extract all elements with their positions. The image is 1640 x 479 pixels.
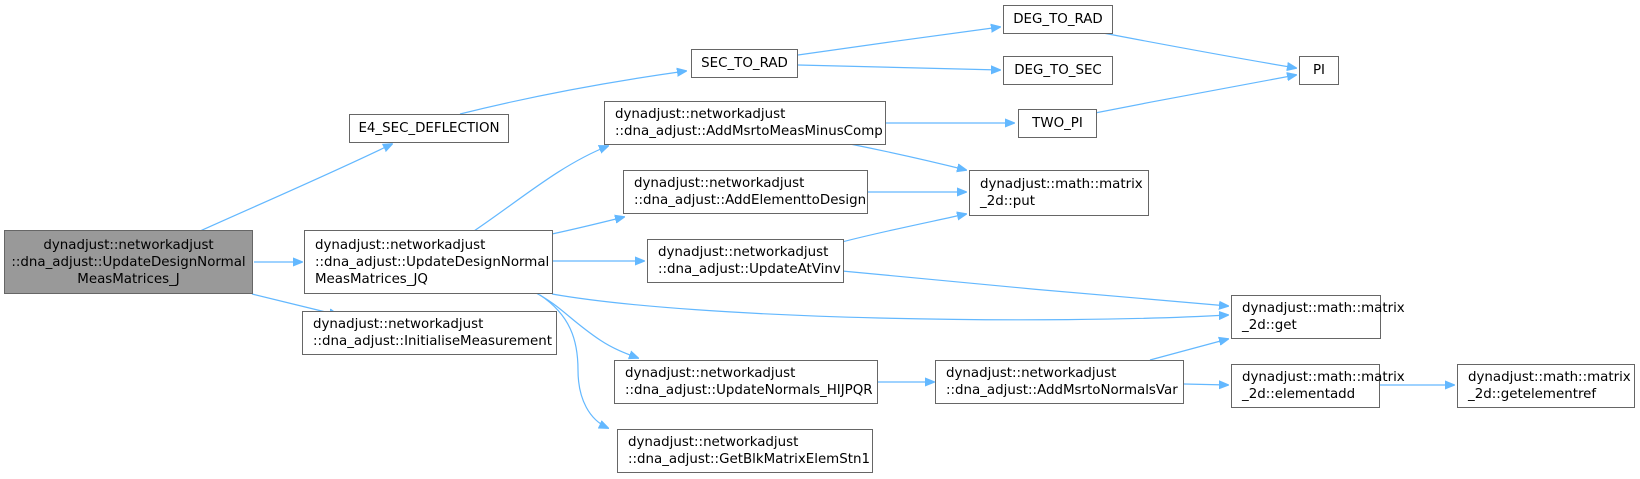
edge-jq-addmsrmeas xyxy=(473,146,608,232)
edge-atvinv-get xyxy=(841,270,1228,306)
edge-jq-addelem xyxy=(551,217,624,235)
edge-jq-updatenormals xyxy=(533,291,638,358)
node-initialise-measurement[interactable]: dynadjust::networkadjust ::dna_adjust::I… xyxy=(302,311,557,355)
node-deg-to-sec[interactable]: DEG_TO_SEC xyxy=(1003,56,1113,85)
edge-sec-degtorad xyxy=(797,27,1000,56)
edge-addmsrnormals-get xyxy=(1149,339,1228,361)
node-update-at-vinv[interactable]: dynadjust::networkadjust ::dna_adjust::U… xyxy=(647,239,844,283)
node-update-design-normal-meas-matrices-j: dynadjust::networkadjust ::dna_adjust::U… xyxy=(4,230,253,294)
node-add-msr-to-meas-minus-comp[interactable]: dynadjust::networkadjust ::dna_adjust::A… xyxy=(604,101,886,145)
node-two-pi[interactable]: TWO_PI xyxy=(1018,109,1097,138)
edge-degtorad-pi xyxy=(1081,28,1296,68)
node-add-msr-to-normals-var[interactable]: dynadjust::networkadjust ::dna_adjust::A… xyxy=(935,360,1184,404)
node-update-normals-hijpqr[interactable]: dynadjust::networkadjust ::dna_adjust::U… xyxy=(614,360,878,404)
node-deg-to-rad[interactable]: DEG_TO_RAD xyxy=(1003,5,1113,34)
edge-addmsrmeas-put xyxy=(849,143,966,170)
node-matrix-2d-get[interactable]: dynadjust::math::matrix _2d::get xyxy=(1231,295,1405,339)
node-pi[interactable]: PI xyxy=(1299,56,1339,85)
edge-jq-getblk xyxy=(539,294,608,428)
edge-addmsrnormals-elementadd xyxy=(1183,384,1228,385)
edge-sec-degtosec xyxy=(797,64,1000,70)
node-matrix-2d-put[interactable]: dynadjust::math::matrix _2d::put xyxy=(969,170,1149,216)
node-e4-sec-deflection[interactable]: E4_SEC_DEFLECTION xyxy=(349,114,509,143)
node-matrix-2d-getelementref[interactable]: dynadjust::math::matrix _2d::getelementr… xyxy=(1457,364,1635,408)
edge-atvinv-put xyxy=(841,214,966,243)
node-matrix-2d-elementadd[interactable]: dynadjust::math::matrix _2d::elementadd xyxy=(1231,364,1405,408)
node-add-element-to-design[interactable]: dynadjust::networkadjust ::dna_adjust::A… xyxy=(623,170,868,214)
edge-root-e4 xyxy=(199,144,392,232)
edge-jq-get xyxy=(551,293,1228,321)
node-get-blk-matrix-elem-stn1[interactable]: dynadjust::networkadjust ::dna_adjust::G… xyxy=(617,429,873,473)
node-sec-to-rad[interactable]: SEC_TO_RAD xyxy=(691,49,798,78)
edge-e4-sec xyxy=(459,71,686,115)
node-update-design-normal-meas-matrices-jq[interactable]: dynadjust::networkadjust ::dna_adjust::U… xyxy=(304,230,553,294)
